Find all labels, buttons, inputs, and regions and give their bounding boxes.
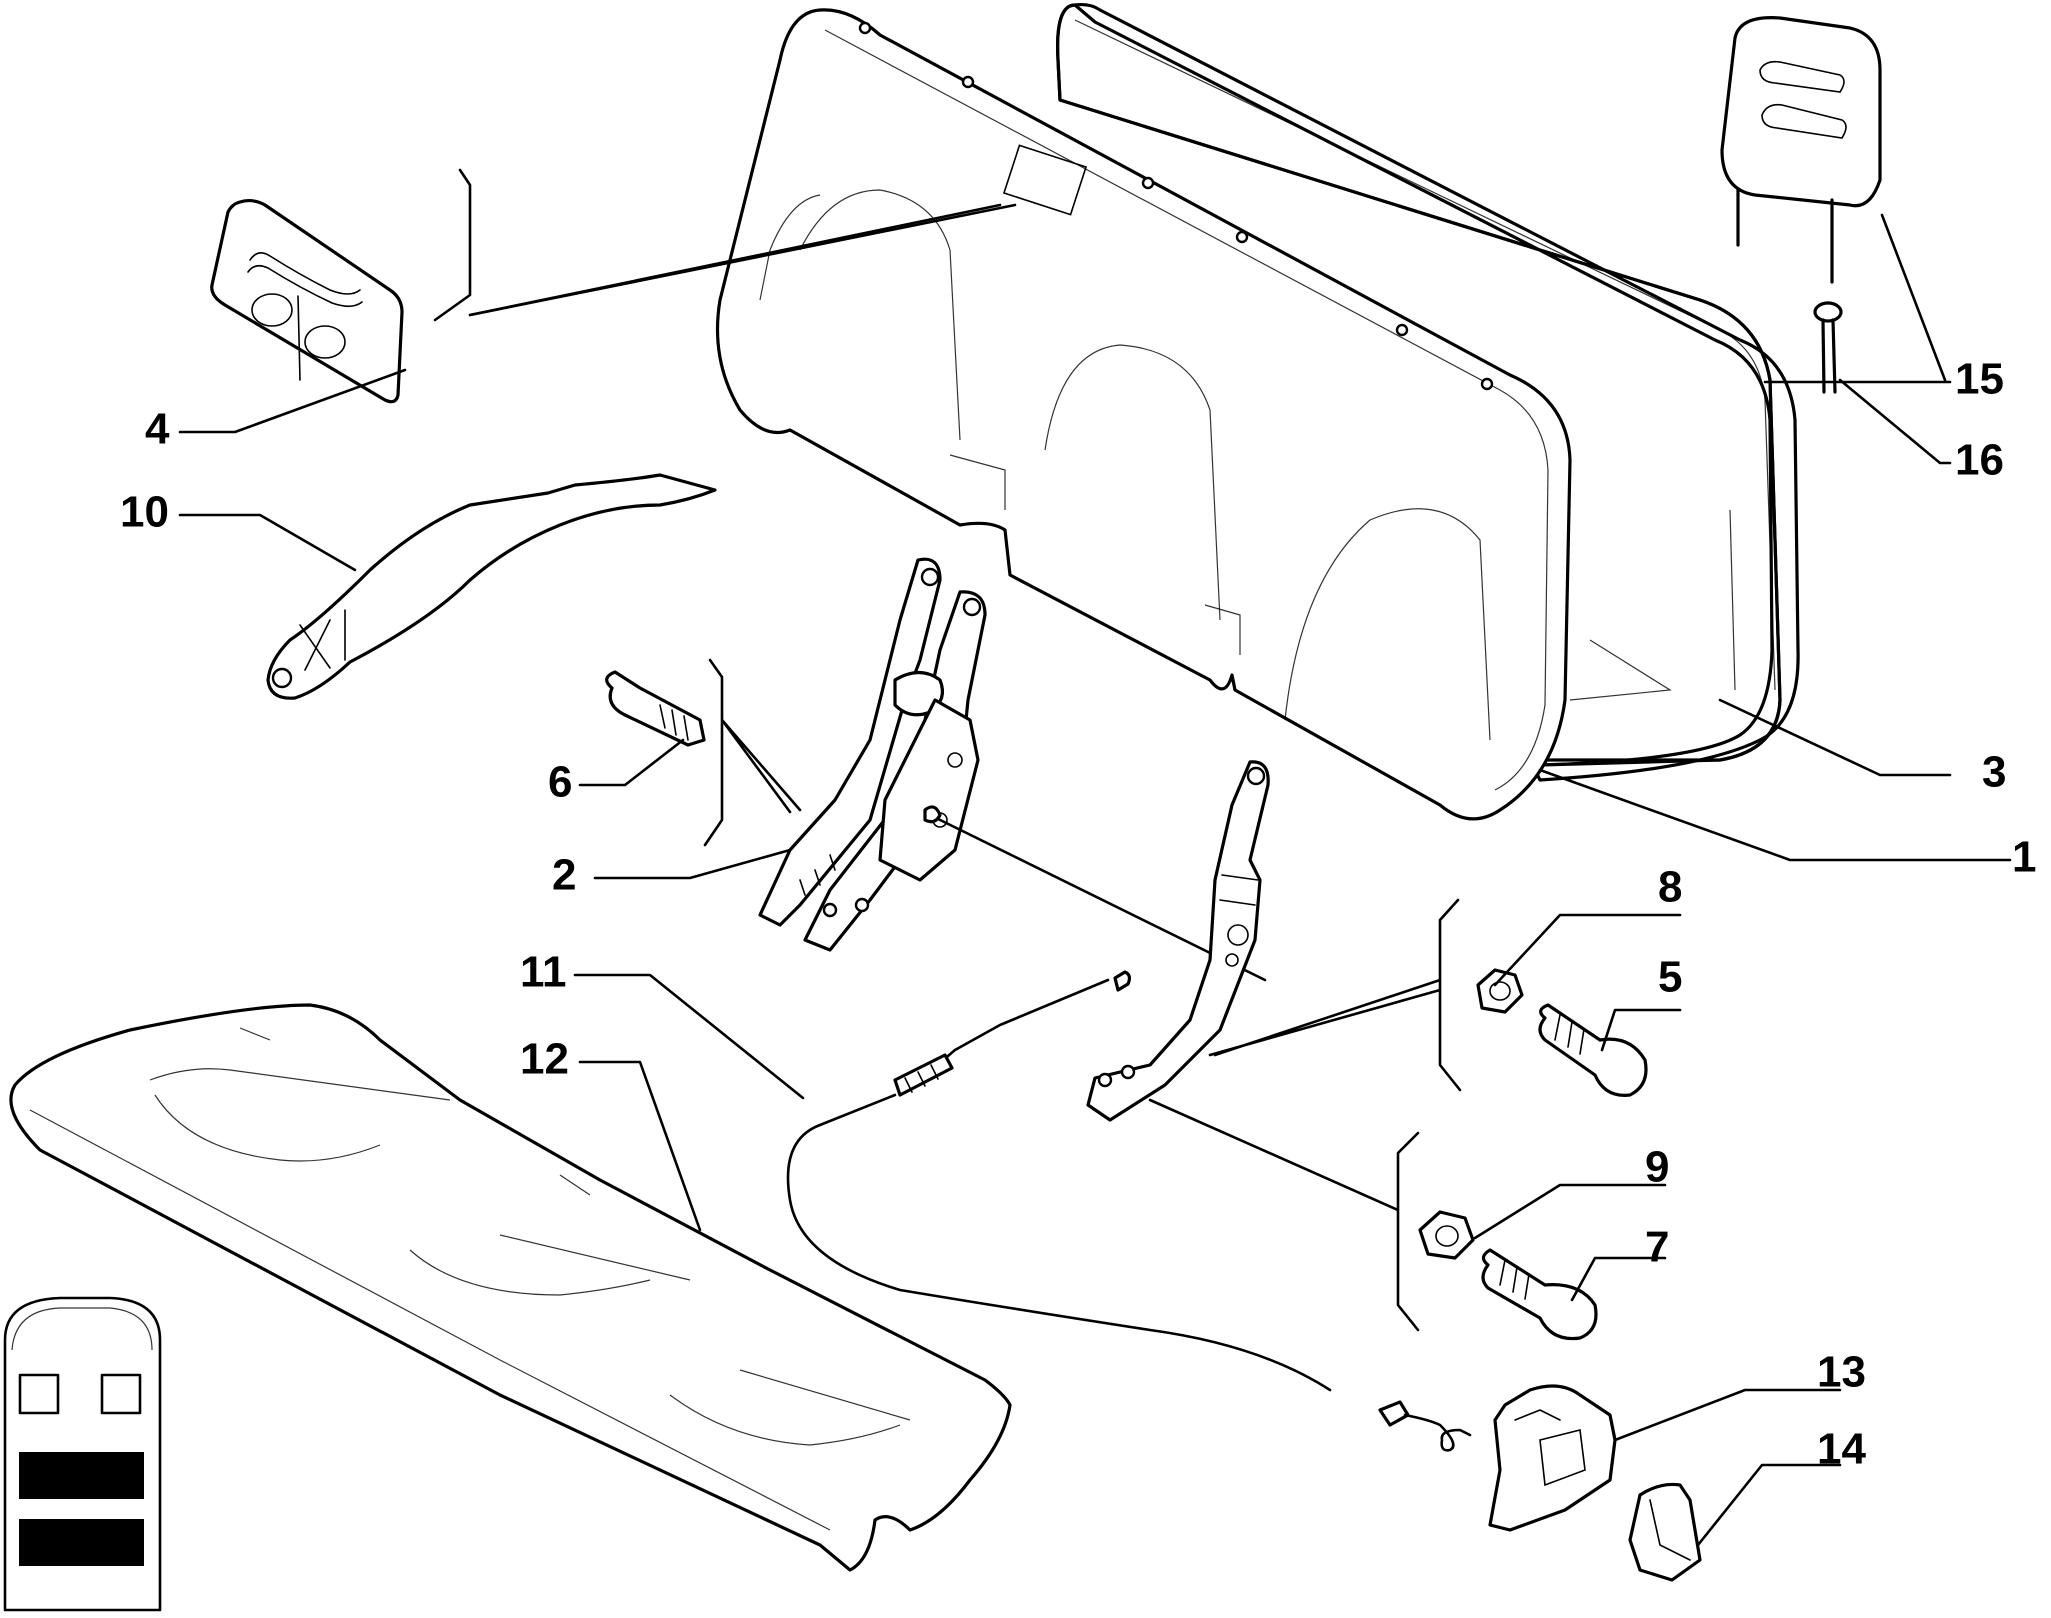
release-lever-housing (1488, 1384, 1617, 1532)
hinge-pivot-bolt (605, 670, 706, 747)
callout-5: 5 (1658, 953, 1682, 1002)
callout-8: 8 (1658, 863, 1682, 912)
callout-1: 1 (2012, 833, 2036, 882)
right-backrest-hinge-bracket (1086, 760, 1270, 1122)
backrest-release-handle-trim (210, 198, 404, 404)
backrest-rear-panel (1056, 2, 1800, 782)
callout-3: 3 (1982, 748, 2006, 797)
callout-13: 13 (1817, 1348, 1866, 1397)
callout-labels: 15 16 3 1 4 10 6 2 11 12 8 5 9 7 13 14 (120, 355, 2036, 1474)
release-cable (786, 970, 1472, 1452)
upper-hinge-bolt (1538, 1003, 1648, 1097)
headrest (1720, 16, 1882, 284)
callout-2: 2 (552, 851, 576, 900)
callout-4: 4 (145, 405, 170, 454)
callout-11: 11 (520, 948, 567, 997)
seat-belt-guide-strap (266, 473, 717, 700)
headrest-guide-pin (1813, 301, 1843, 394)
callout-15: 15 (1955, 355, 2004, 404)
rear-seat-backrest-cushion (715, 8, 1572, 821)
callout-12: 12 (520, 1035, 569, 1084)
callout-7: 7 (1645, 1223, 1669, 1272)
callout-16: 16 (1955, 436, 2004, 485)
seat-layout-pictogram-icon (3, 1296, 162, 1612)
callout-6: 6 (548, 758, 572, 807)
upper-hinge-nut (1476, 968, 1524, 1014)
lower-hinge-nut (1418, 1210, 1475, 1260)
callout-14: 14 (1817, 1425, 1866, 1474)
lower-hinge-bolt (1481, 1248, 1598, 1341)
housing-cover-cap (1628, 1482, 1702, 1582)
callout-10: 10 (120, 488, 169, 537)
left-backrest-hinge-bracket (758, 557, 1267, 982)
rear-seat-cushion (9, 1003, 1012, 1572)
callout-9: 9 (1645, 1143, 1669, 1192)
leader-lines (178, 168, 2012, 1547)
